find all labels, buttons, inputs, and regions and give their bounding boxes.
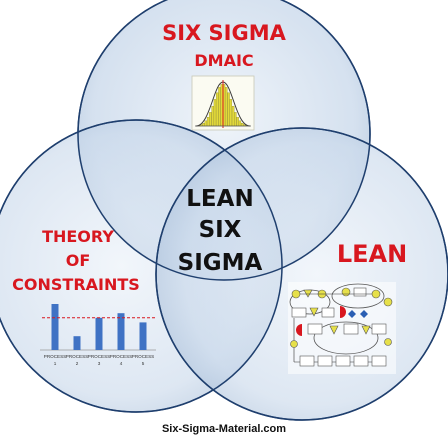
bell-curve-bar [229, 99, 233, 127]
circle-lean-outline [155, 127, 448, 421]
circle-six-sigma-outline [77, 0, 371, 281]
bell-curve-icon [191, 75, 255, 131]
bell-curve-bar [209, 112, 212, 127]
dmaic-title: DMAIC [194, 51, 253, 70]
footer-url: Six-Sigma-Material.com [162, 423, 286, 435]
toc-category-label: PROCESS [132, 354, 154, 359]
toc-bar [51, 304, 59, 350]
circle-theory-of-constraints-outline [0, 119, 283, 413]
theory-title: THEORY [42, 227, 114, 246]
toc-category-number: 1 [54, 361, 57, 366]
bell-curve-bar [204, 120, 208, 127]
center-sigma: SIGMA [178, 250, 263, 276]
bell-curve-bar [216, 92, 219, 127]
toc-bar [139, 322, 147, 350]
bell-curve-bar [231, 106, 235, 127]
toc-category-label: PROCESS [66, 354, 88, 359]
bell-curve-bar [206, 117, 210, 127]
bell-curve-bar [213, 99, 217, 127]
toc-category-label: PROCESS [44, 354, 66, 359]
toc-bar [117, 313, 125, 350]
constraints-title: CONSTRAINTS [12, 275, 140, 294]
bell-curve-bar [236, 117, 239, 127]
toc-category-number: 4 [120, 361, 123, 366]
toc-bar-chart: PROCESS 1 PROCESS 2 PROCESS 3 PROCESS 4 PROCESS 5 [40, 304, 156, 366]
bell-curve-bar [211, 106, 214, 127]
bell-curve-bar [241, 122, 244, 127]
bell-curve-bar [218, 87, 221, 127]
value-stream-map-icon [288, 282, 396, 374]
lean-title: LEAN [337, 240, 407, 268]
of-title: OF [66, 251, 91, 270]
bell-curve-bar [234, 112, 237, 127]
center-six: SIX [199, 217, 242, 243]
toc-bar [95, 317, 103, 350]
toc-category-number: 2 [76, 361, 79, 366]
toc-bar [73, 336, 81, 350]
bell-curve-bar [220, 84, 223, 127]
toc-category-number: 5 [142, 361, 145, 366]
bell-curve-bar [225, 87, 228, 127]
bell-curve-bar [227, 92, 230, 127]
six-sigma-title: SIX SIGMA [162, 21, 287, 45]
toc-category-number: 3 [98, 361, 101, 366]
toc-category-label: PROCESS [110, 354, 132, 359]
bell-curve-bar [238, 120, 242, 127]
bell-curve-bar [202, 122, 205, 127]
toc-category-label: PROCESS [88, 354, 110, 359]
center-lean: LEAN [186, 186, 253, 212]
